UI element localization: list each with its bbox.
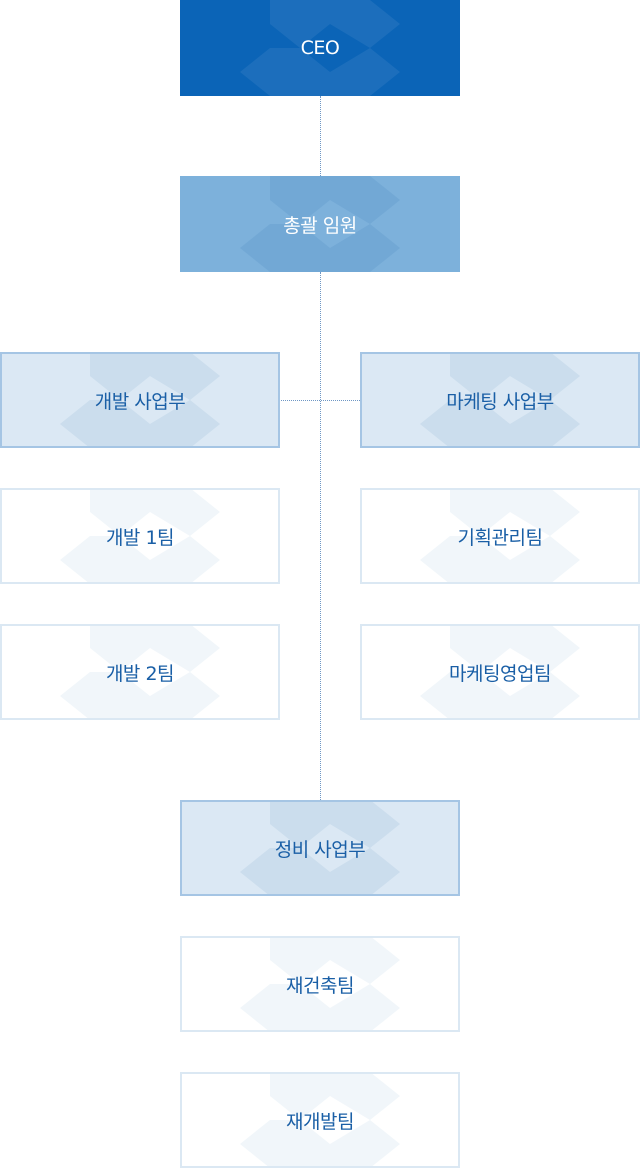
connector-development-to-marketing — [279, 400, 360, 401]
division-maintenance-label: 정비 사업부 — [274, 838, 366, 861]
ceo-box: CEO — [180, 0, 460, 96]
division-maintenance-box: 정비 사업부 — [180, 800, 460, 896]
team-marketing-sales-label: 마케팅영업팀 — [449, 662, 551, 685]
chevron-watermark-icon — [420, 490, 580, 582]
chevron-watermark-icon — [240, 802, 400, 894]
team-redevelopment-label: 재개발팀 — [286, 1110, 354, 1133]
chevron-watermark-icon — [60, 490, 220, 582]
team-redevelopment-box: 재개발팀 — [180, 1072, 460, 1168]
chevron-watermark-icon — [60, 354, 220, 446]
team-planning-management-box: 기획관리팀 — [360, 488, 640, 584]
division-marketing-label: 마케팅 사업부 — [446, 390, 554, 413]
team-planning-management-label: 기획관리팀 — [457, 526, 543, 549]
chevron-watermark-icon — [240, 1074, 400, 1166]
chevron-watermark-icon — [240, 938, 400, 1030]
chevron-watermark-icon — [240, 176, 400, 272]
team-marketing-sales-box: 마케팅영업팀 — [360, 624, 640, 720]
connector-ceo-to-executive — [320, 96, 321, 176]
team-development-2-box: 개발 2팀 — [0, 624, 280, 720]
executive-label: 총괄 임원 — [283, 214, 357, 237]
team-reconstruction-label: 재건축팀 — [286, 974, 354, 997]
chevron-watermark-icon — [420, 354, 580, 446]
division-marketing-box: 마케팅 사업부 — [360, 352, 640, 448]
division-development-label: 개발 사업부 — [94, 390, 186, 413]
executive-box: 총괄 임원 — [180, 176, 460, 272]
chevron-watermark-icon — [60, 626, 220, 718]
chevron-watermark-icon — [240, 0, 400, 96]
division-development-box: 개발 사업부 — [0, 352, 280, 448]
team-development-1-box: 개발 1팀 — [0, 488, 280, 584]
team-development-2-label: 개발 2팀 — [105, 662, 175, 685]
team-reconstruction-box: 재건축팀 — [180, 936, 460, 1032]
ceo-label: CEO — [300, 37, 340, 59]
chevron-watermark-icon — [420, 626, 580, 718]
team-development-1-label: 개발 1팀 — [105, 526, 175, 549]
connector-executive-to-maintenance — [320, 272, 321, 800]
